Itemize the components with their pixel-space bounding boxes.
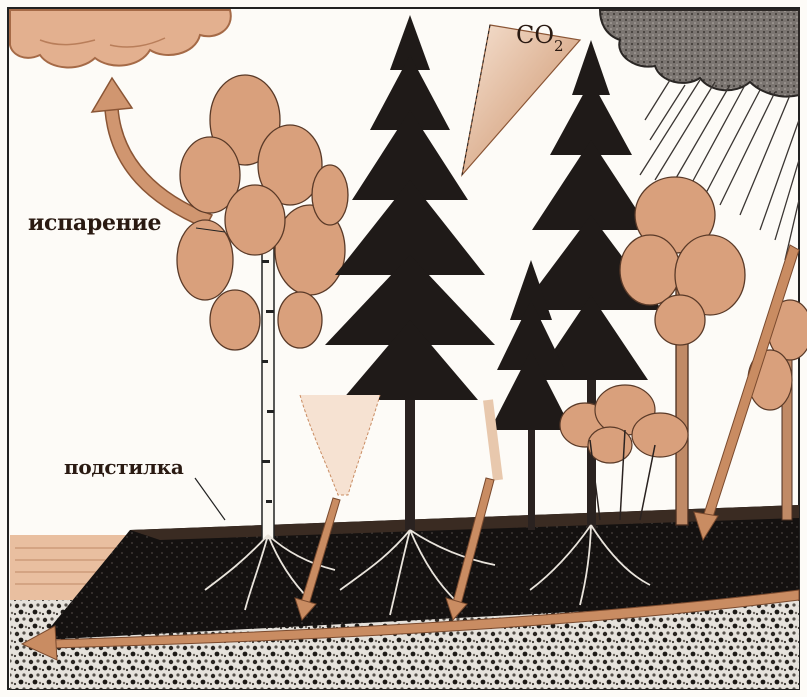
label-evaporation: испарение xyxy=(28,210,161,236)
label-litter: подстилка xyxy=(64,455,184,479)
co2-base: CO xyxy=(516,21,554,49)
co2-subscript: 2 xyxy=(554,37,564,55)
label-co2: CO2 xyxy=(516,21,564,53)
